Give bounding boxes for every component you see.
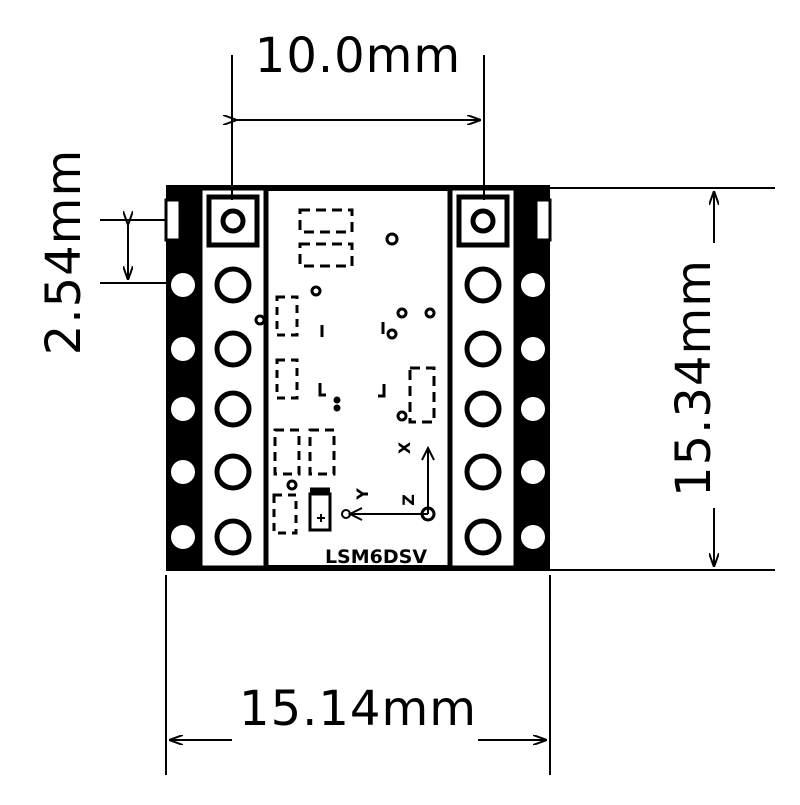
- axis-z-label: Z: [399, 494, 418, 506]
- dimension-pin-spacing: [232, 55, 485, 200]
- axis-y-label: Y: [353, 488, 372, 501]
- board-height-label: 15.34mm: [666, 259, 722, 497]
- dimension-board-width: [165, 575, 551, 775]
- pin-spacing-label: 10.0mm: [255, 28, 461, 84]
- dimension-board-height: [550, 187, 775, 571]
- axis-indicator: [341, 445, 436, 522]
- axis-x-label: X: [395, 441, 414, 454]
- right-castellated-edge: [516, 188, 552, 568]
- board-width-label: 15.14mm: [239, 681, 477, 737]
- right-header-pads: [447, 185, 519, 571]
- center-components: [254, 208, 436, 535]
- pitch-label: 2.54mm: [36, 149, 92, 355]
- part-name-label: LSM6DSV: [325, 546, 427, 568]
- left-castellated-edge: [164, 188, 200, 568]
- pcb-board: X Y Z LSM6DSV: [164, 185, 552, 571]
- left-header-pads: [197, 185, 269, 571]
- dimension-pitch: [100, 220, 166, 284]
